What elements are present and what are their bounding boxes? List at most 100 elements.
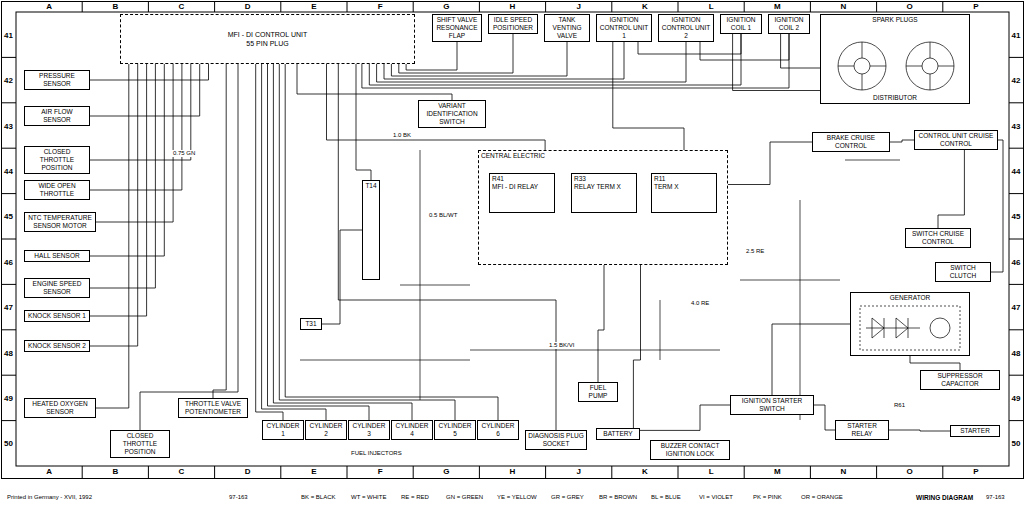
grid-letter: M xyxy=(773,2,782,11)
component-box: CYLINDER 6 xyxy=(477,420,519,440)
outer-frame xyxy=(2,2,1024,479)
component-box: SWITCH CRUISE CONTROL xyxy=(905,228,971,248)
component-box: CLOSED THROTTLE POSITION xyxy=(110,430,170,458)
grid-letter: N xyxy=(840,467,848,476)
component-label: CENTRAL ELECTRIC xyxy=(481,152,725,160)
grid-tick xyxy=(82,466,943,479)
component-label: CYLINDER 2 xyxy=(308,422,344,438)
grid-number: 48 xyxy=(1011,348,1022,357)
wire-connector xyxy=(285,64,498,420)
component-box: KNOCK SENSOR 1 xyxy=(24,310,90,322)
wire-connector xyxy=(90,64,200,116)
color-code: BL = BLUE xyxy=(650,494,682,501)
relay-box: R11TERM X xyxy=(651,173,717,213)
component-label: WIDE OPEN THROTTLE xyxy=(27,182,87,198)
color-code: RE = RED xyxy=(400,494,430,501)
grid-number: 41 xyxy=(1011,30,1022,39)
component-label: HALL SENSOR xyxy=(27,252,87,260)
component-box: THROTTLE VALVE POTENTIOMETER xyxy=(178,398,248,418)
component-box: CYLINDER 5 xyxy=(434,420,476,440)
generator-symbol xyxy=(930,318,950,338)
grid-number: 43 xyxy=(1011,121,1022,130)
wire-connector xyxy=(640,405,730,430)
wire-connector xyxy=(90,64,155,288)
grid-letter: N xyxy=(840,2,848,11)
component-box: SUPPRESSOR CAPACITOR xyxy=(920,370,1000,390)
connector-block: T14 xyxy=(362,180,380,280)
wire-connector xyxy=(772,324,850,395)
grid-letter: D xyxy=(244,2,252,11)
wire-connector xyxy=(362,34,789,88)
component-box: FUEL PUMP xyxy=(578,382,618,402)
component-box: AIR FLOW SENSOR xyxy=(24,106,90,126)
component-box: CYLINDER 4 xyxy=(391,420,433,440)
grid-letter: A xyxy=(45,467,53,476)
wire-label: 1.0 BK xyxy=(392,132,412,139)
component-box: NTC TEMPERATURE SENSOR MOTOR xyxy=(24,212,96,232)
component-box: IGNITION COIL 1 xyxy=(720,14,762,34)
component-label: IGNITION STARTER SWITCH xyxy=(733,397,811,413)
grid-letter: M xyxy=(773,467,782,476)
component-label: PRESSURE SENSOR xyxy=(27,72,87,88)
grid-letter: F xyxy=(377,2,384,11)
component-box: IDLE SPEED POSITIONER xyxy=(488,14,538,34)
component-label: IGNITION COIL 2 xyxy=(771,16,807,32)
wire-label: 0.75 GN xyxy=(172,150,196,157)
component-label: MFI - DI CONTROL UNIT xyxy=(123,30,412,39)
component-label: HEATED OXYGEN SENSOR xyxy=(27,400,93,416)
grid-number: 50 xyxy=(1011,439,1022,448)
wire-connector xyxy=(391,42,567,76)
wire-label: 1.5 BK/VI xyxy=(548,342,575,349)
color-code: GR = GREY xyxy=(550,494,585,501)
grid-letter: O xyxy=(906,2,914,11)
component-box: IGNITION CONTROL UNIT 1 xyxy=(596,14,652,42)
relay-box: R33RELAY TERM X xyxy=(571,173,637,213)
wire-label: 2.5 RE xyxy=(745,248,765,255)
component-label: SWITCH CRUISE CONTROL xyxy=(908,230,968,246)
distributor-box: SPARK PLUGSDISTRIBUTOR xyxy=(820,14,970,104)
grid-number: 49 xyxy=(1011,393,1022,402)
grid-letter: H xyxy=(509,467,517,476)
grid-number: 49 xyxy=(3,393,14,402)
relay-panel: CENTRAL ELECTRICR41MFI - DI RELAYR33RELA… xyxy=(478,150,728,265)
grid-letter: L xyxy=(708,467,715,476)
component-label: CLOSED THROTTLE POSITION xyxy=(27,148,87,172)
wire-connector xyxy=(90,64,164,256)
component-label: SPARK PLUGS xyxy=(871,16,918,24)
wire-connector xyxy=(633,265,640,428)
grid-number: 50 xyxy=(3,439,14,448)
grid-letter: P xyxy=(972,467,979,476)
component-box: IGNITION CONTROL UNIT 2 xyxy=(658,14,714,42)
grid-letter: P xyxy=(972,2,979,11)
grid-letter: B xyxy=(111,2,119,11)
component-label: STARTER RELAY xyxy=(838,422,886,438)
component-label: SWITCH CLUTCH xyxy=(938,264,988,280)
note-label: R61 xyxy=(893,402,906,409)
grid-letter: J xyxy=(575,2,581,11)
component-label: R33 xyxy=(574,175,634,183)
grid-number: 47 xyxy=(3,303,14,312)
wire-connector xyxy=(322,230,362,324)
grid-letter: E xyxy=(310,2,317,11)
wire-connector xyxy=(814,405,835,430)
wire-connector xyxy=(938,150,964,228)
wire xyxy=(300,150,900,420)
grid-letter: E xyxy=(310,467,317,476)
component-label: CYLINDER 3 xyxy=(351,422,387,438)
grid-number: 46 xyxy=(3,257,14,266)
wire-connector xyxy=(991,140,1003,272)
component-box: VARIANT IDENTIFICATION SWITCH xyxy=(418,100,486,128)
generator-box: GENERATOR xyxy=(850,292,970,356)
connector-block: T31 xyxy=(300,318,322,330)
component-label: KNOCK SENSOR 2 xyxy=(27,342,87,350)
footer-text: 97-163 xyxy=(985,494,1006,501)
wire-connector xyxy=(733,34,820,91)
grid-number: 42 xyxy=(1011,76,1022,85)
component-box: WIDE OPEN THROTTLE xyxy=(24,180,90,200)
component-box: BATTERY xyxy=(596,428,640,440)
component-label: BATTERY xyxy=(599,430,637,438)
component-box: HEATED OXYGEN SENSOR xyxy=(24,398,96,418)
wire-connector xyxy=(90,64,191,160)
grid-letter: D xyxy=(244,467,252,476)
wire-connector xyxy=(90,64,147,316)
